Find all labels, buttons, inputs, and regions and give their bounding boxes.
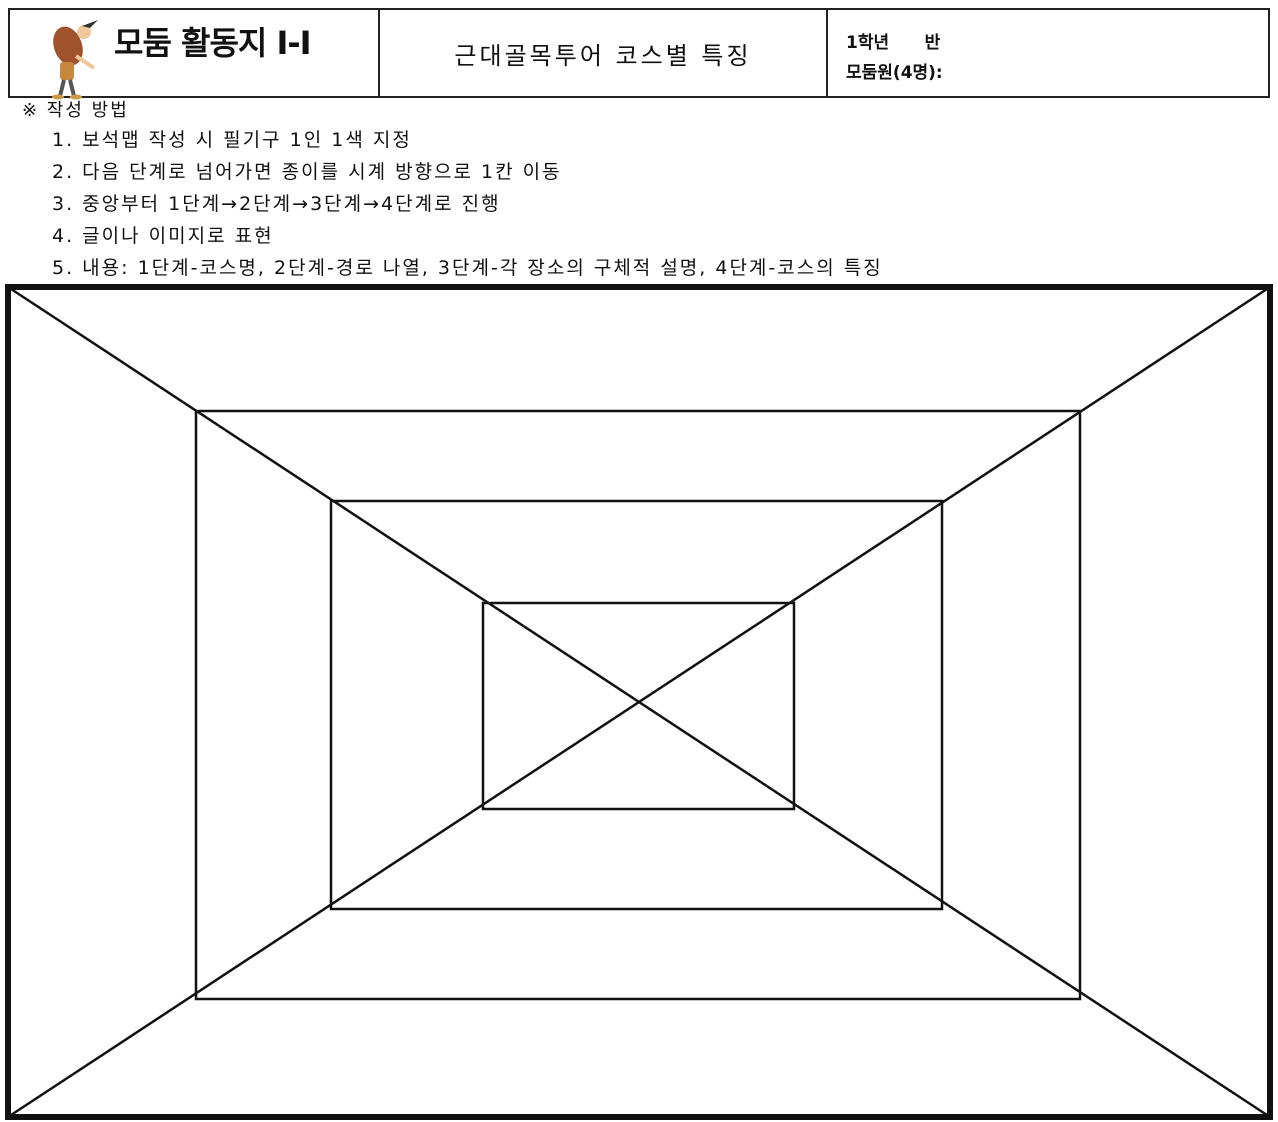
stage-4-ring	[194, 409, 1082, 1001]
members-label: 모둠원(4명):	[846, 63, 943, 83]
method-section: ※ 작성 방법 1. 보석맵 작성 시 필기구 1인 1색 지정 2. 다음 단…	[22, 98, 1262, 284]
worksheet-topic: 근대골목투어 코스별 특징	[454, 41, 752, 70]
method-item: 4. 글이나 이미지로 표현	[52, 225, 274, 247]
method-item: 5. 내용: 1단계-코스명, 2단계-경로 나열, 3단계-각 장소의 구체적…	[52, 257, 883, 279]
stage-1-center-box	[481, 601, 796, 811]
title-cell: 모둠 활동지 Ⅰ-Ⅰ	[10, 10, 380, 100]
outer-frame-border	[5, 284, 1273, 1120]
header-table: 모둠 활동지 Ⅰ-Ⅰ 근대골목투어 코스별 특징 1학년 반 모둠원(4명):	[8, 8, 1270, 100]
method-item: 1. 보석맵 작성 시 필기구 1인 1색 지정	[52, 129, 412, 151]
method-item: 2. 다음 단계로 넘어가면 종이를 시계 방향으로 1칸 이동	[52, 161, 562, 183]
info-cell: 1학년 반 모둠원(4명):	[828, 10, 1268, 96]
method-item: 3. 중앙부터 1단계→2단계→3단계→4단계로 진행	[52, 193, 501, 215]
method-heading: ※ 작성 방법	[22, 100, 129, 121]
mascot-illustration	[52, 20, 98, 100]
stage-3-ring	[329, 499, 944, 911]
method-list: 1. 보석맵 작성 시 필기구 1인 1색 지정 2. 다음 단계로 넘어가면 …	[22, 124, 1262, 284]
diagonal-line-right	[7, 285, 1271, 1119]
grade-class-label: 1학년 반	[846, 33, 941, 53]
worksheet-title: 모둠 활동지 Ⅰ-Ⅰ	[114, 24, 312, 62]
topic-cell: 근대골목투어 코스별 특징	[380, 10, 828, 96]
